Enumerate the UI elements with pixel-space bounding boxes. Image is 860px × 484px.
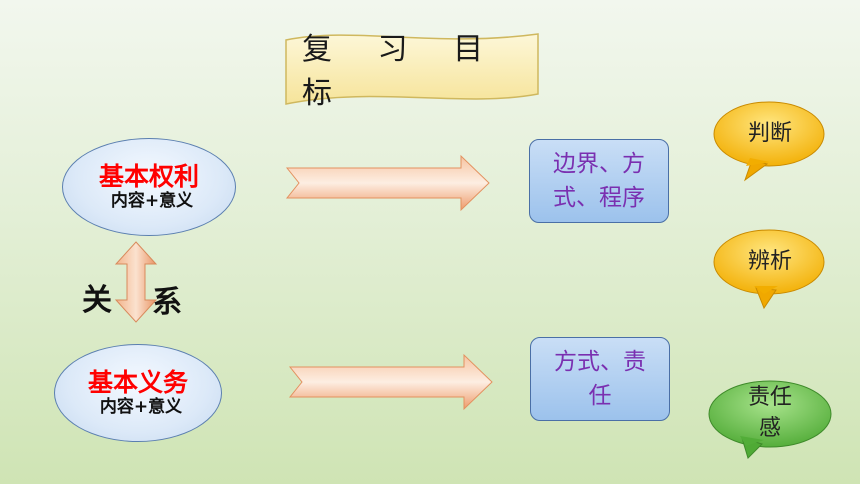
bubble-judge: 判断 — [712, 100, 828, 182]
duties-title: 基本义务 — [87, 368, 188, 398]
arrow-right-icon — [288, 353, 493, 411]
relation-label-left: 关 — [82, 283, 112, 318]
bubble-responsibility-line1: 责任 — [747, 385, 792, 411]
rights-ellipse: 基本权利 内容+意义 — [62, 138, 236, 236]
speech-bubble-icon — [713, 101, 825, 182]
speech-bubble-icon — [713, 229, 825, 310]
page-title: 复 习 目 标 — [302, 32, 502, 111]
rights-subtitle: 内容+意义 — [110, 190, 194, 211]
duties-target-box: 方式、责 任 — [530, 337, 670, 421]
rights-target-box: 边界、方 式、程序 — [529, 139, 669, 223]
duties-ellipse: 基本义务 内容+意义 — [54, 344, 222, 442]
double-arrow-icon — [114, 241, 158, 323]
bubble-responsibility-line2: 感 — [758, 416, 781, 441]
speech-bubble-icon — [708, 380, 832, 459]
duties-target-line1: 方式、责 — [554, 348, 646, 375]
relation-label-right: 系 — [152, 285, 182, 320]
arrow-right-icon — [285, 154, 490, 212]
duties-target-line2: 任 — [588, 383, 612, 409]
rights-target-line2: 式、程序 — [553, 185, 645, 211]
rights-target-line1: 边界、方 — [553, 150, 645, 177]
bubble-analyze: 辨析 — [712, 228, 828, 310]
bubble-analyze-label: 辨析 — [747, 248, 792, 274]
rights-title: 基本权利 — [98, 162, 199, 192]
title-banner: 复 习 目 标 — [284, 28, 540, 111]
bubble-responsibility: 责任 感 — [706, 380, 834, 460]
bubble-judge-label: 判断 — [747, 120, 792, 146]
title-banner-shape — [285, 33, 539, 105]
duties-subtitle: 内容+意义 — [99, 396, 183, 417]
bubble-responsibility-label: 责任 感 — [706, 380, 834, 448]
